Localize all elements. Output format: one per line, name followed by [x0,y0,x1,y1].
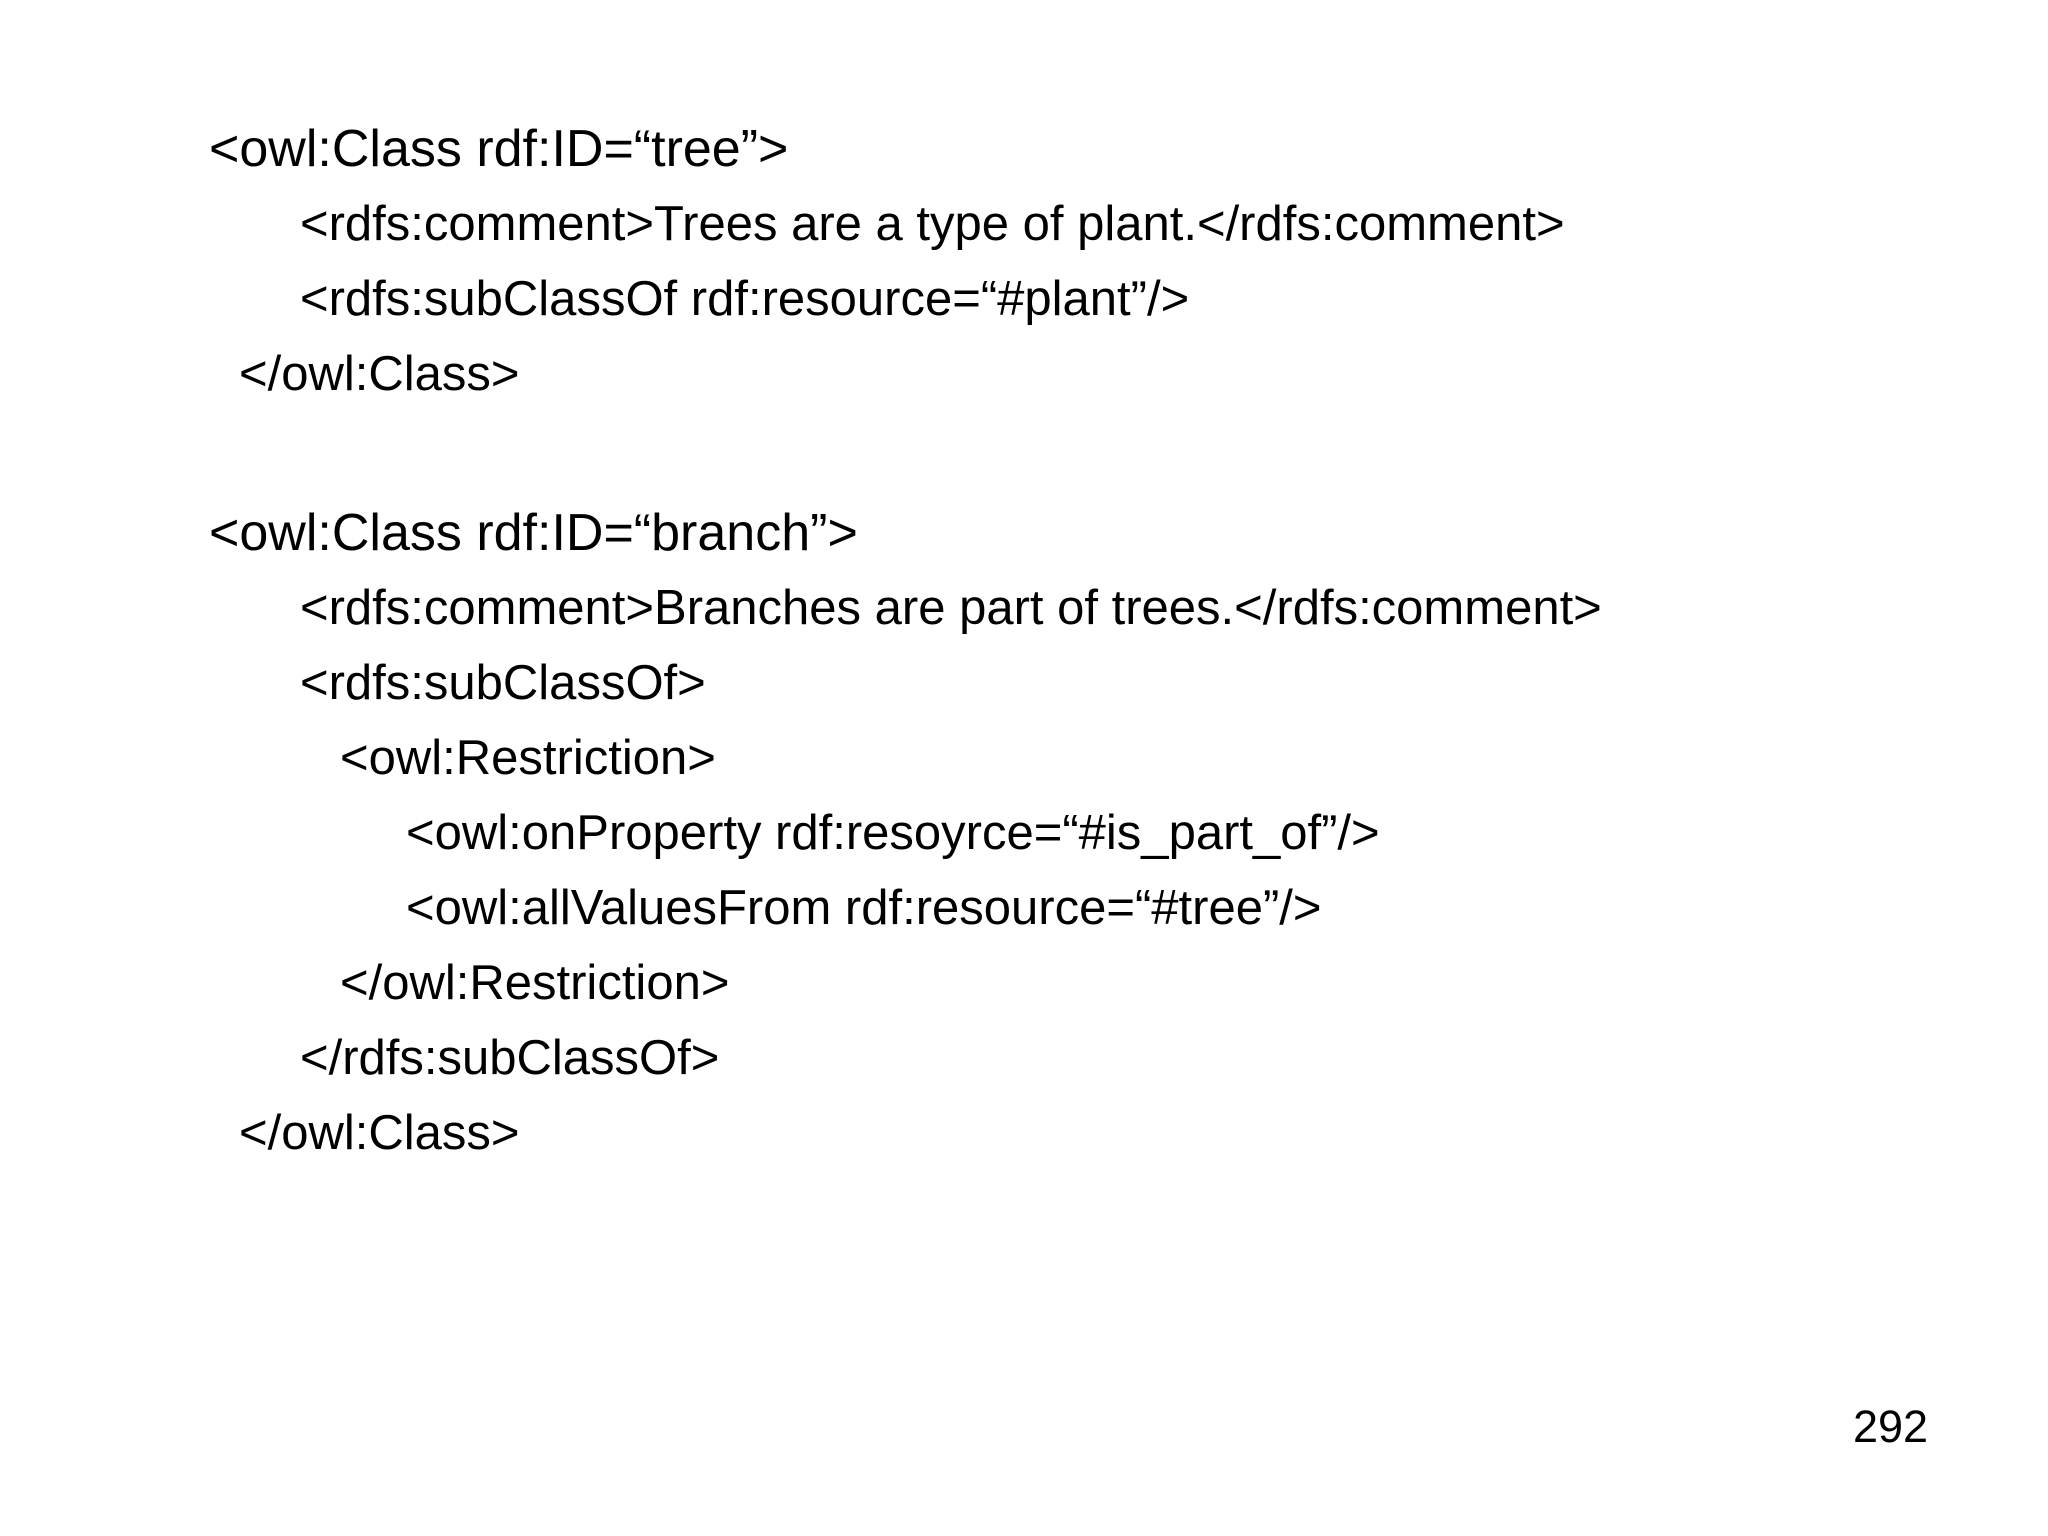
code-line: <owl:allValuesFrom rdf:resource=“#tree”/… [406,881,1322,935]
code-line: <rdfs:comment>Trees are a type of plant.… [300,197,1565,251]
code-line: <rdfs:comment>Branches are part of trees… [300,581,1602,635]
code-line: <owl:Class rdf:ID=“tree”> [209,120,789,178]
code-line: </rdfs:subClassOf> [300,1031,720,1085]
code-line: <rdfs:subClassOf> [300,656,706,710]
code-line: </owl:Class> [239,347,520,401]
blank-line [0,412,2048,496]
code-line: <owl:Restriction> [340,731,716,785]
code-line: </owl:Restriction> [340,956,730,1010]
owl-code-block: <owl:Class rdf:ID=“tree”> <rdfs:comment>T… [0,112,2048,1171]
code-line: <owl:Class rdf:ID=“branch”> [209,504,858,562]
code-line: <owl:onProperty rdf:resoyrce=“#is_part_o… [406,806,1380,860]
code-line: <rdfs:subClassOf rdf:resource=“#plant”/> [300,272,1190,326]
code-line: </owl:Class> [239,1106,520,1160]
page-number: 292 [1853,1401,1929,1452]
